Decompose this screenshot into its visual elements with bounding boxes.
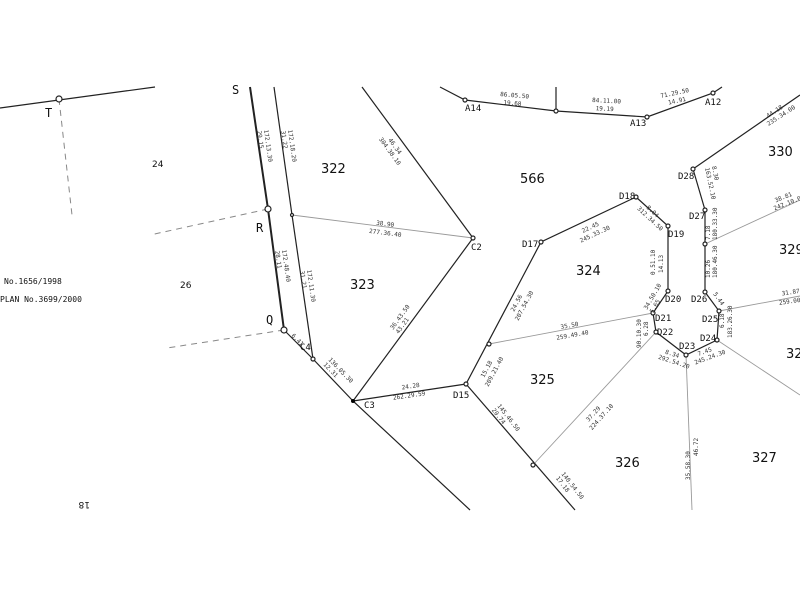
station-labels: T S R Q C2 C3 C4 D15 D17 D18 D19 D20 D21… bbox=[45, 83, 721, 411]
dim-label: 24.28 bbox=[401, 382, 420, 391]
dim-label: 172.13.30 bbox=[262, 129, 274, 163]
dim-label: 259.49.40 bbox=[556, 329, 590, 342]
station-d20: D20 bbox=[665, 295, 681, 305]
station-d26: D26 bbox=[691, 295, 707, 305]
station-d24: D24 bbox=[700, 334, 716, 344]
dim-label: 10.26 bbox=[705, 260, 712, 278]
dim-label: 46.72 bbox=[693, 438, 700, 456]
dim-label: 6.28 bbox=[643, 321, 650, 336]
station-t: T bbox=[45, 106, 52, 120]
dim-label: 172.18.20 bbox=[286, 129, 298, 163]
station-c3: C3 bbox=[364, 401, 375, 411]
plan-ref-3699: PLAN No.3699/2000 bbox=[0, 295, 82, 304]
dim-label: 38.90 bbox=[376, 220, 395, 229]
lot-32: 32 bbox=[786, 347, 800, 362]
plan-references: No.1656/1998 PLAN No.3699/2000 bbox=[0, 277, 82, 304]
dim-label: 35.58.30 bbox=[685, 451, 692, 480]
lot-323: 323 bbox=[350, 278, 375, 293]
dim-label: 262.29.59 bbox=[393, 390, 427, 402]
dim-label: 180.46.30 bbox=[712, 245, 719, 278]
station-d28: D28 bbox=[678, 172, 694, 182]
plan-ref-1656: No.1656/1998 bbox=[4, 277, 62, 286]
station-d15: D15 bbox=[453, 391, 469, 401]
station-a14: A14 bbox=[465, 104, 481, 114]
lot-326: 326 bbox=[615, 456, 640, 471]
dim-label: 5.44 bbox=[711, 291, 725, 307]
station-markers bbox=[55, 90, 722, 468]
dim-label: 19.68 bbox=[503, 99, 522, 108]
station-c2: C2 bbox=[471, 243, 482, 253]
dim-label: 29.15 bbox=[255, 130, 264, 149]
dim-label: 28.11 bbox=[273, 250, 282, 269]
blank-margin bbox=[0, 512, 800, 600]
lot-325: 325 bbox=[530, 373, 555, 388]
station-c4: C4 bbox=[300, 343, 311, 353]
dim-label: 31.21 bbox=[298, 270, 307, 289]
station-d25: D25 bbox=[702, 315, 718, 325]
dim-label: 172.48.40 bbox=[280, 249, 292, 283]
dim-label: 19.19 bbox=[595, 105, 614, 113]
station-d19: D19 bbox=[668, 230, 684, 240]
dim-label: 6.18 bbox=[719, 313, 726, 328]
station-q: Q bbox=[266, 313, 273, 327]
dim-label: 277.36.40 bbox=[369, 228, 403, 239]
lot-327: 327 bbox=[752, 451, 777, 466]
dim-label: 7.45 bbox=[697, 346, 713, 358]
lot-329: 329 bbox=[779, 243, 800, 258]
lot-18: 18 bbox=[78, 499, 90, 509]
dim-label: 259.00.00 bbox=[779, 295, 800, 307]
dim-label: 183.26.30 bbox=[727, 305, 734, 338]
dim-label: 14.91 bbox=[667, 96, 687, 107]
lot-324: 324 bbox=[576, 264, 601, 279]
dim-label: 84.11.00 bbox=[592, 97, 622, 106]
station-s: S bbox=[232, 83, 239, 97]
station-d27: D27 bbox=[689, 212, 705, 222]
dim-label: 86.05.50 bbox=[500, 91, 530, 101]
station-r: R bbox=[256, 221, 264, 235]
lot-24: 24 bbox=[152, 160, 164, 170]
station-a13: A13 bbox=[630, 119, 646, 129]
dim-label: 8.34 bbox=[664, 349, 680, 360]
lot-330: 330 bbox=[768, 145, 793, 160]
dim-label: 14.13 bbox=[658, 255, 665, 273]
dim-label: 31.87 bbox=[781, 288, 800, 297]
dim-label: 0.51.10 bbox=[650, 249, 657, 275]
dim-label: 35.50 bbox=[560, 321, 579, 331]
dim-label: 31.22 bbox=[279, 130, 288, 149]
dim-label: 180.33.30 bbox=[712, 207, 719, 240]
dim-label: 8.30 bbox=[710, 166, 720, 182]
dim-label: 90.10.30 bbox=[636, 319, 643, 348]
lot-numbers: 322 323 324 325 326 327 329 330 566 24 2… bbox=[78, 145, 800, 509]
lot-566: 566 bbox=[520, 172, 545, 187]
station-d18: D18 bbox=[619, 192, 635, 202]
station-d21: D21 bbox=[655, 314, 671, 324]
station-d23: D23 bbox=[679, 342, 695, 352]
dim-label: 7.18 bbox=[705, 225, 712, 240]
dim-label: 172.11.30 bbox=[305, 269, 317, 303]
lot-322: 322 bbox=[321, 162, 346, 177]
lot-26: 26 bbox=[180, 281, 192, 291]
station-d17: D17 bbox=[522, 240, 538, 250]
station-a12: A12 bbox=[705, 98, 721, 108]
station-d22: D22 bbox=[657, 328, 673, 338]
